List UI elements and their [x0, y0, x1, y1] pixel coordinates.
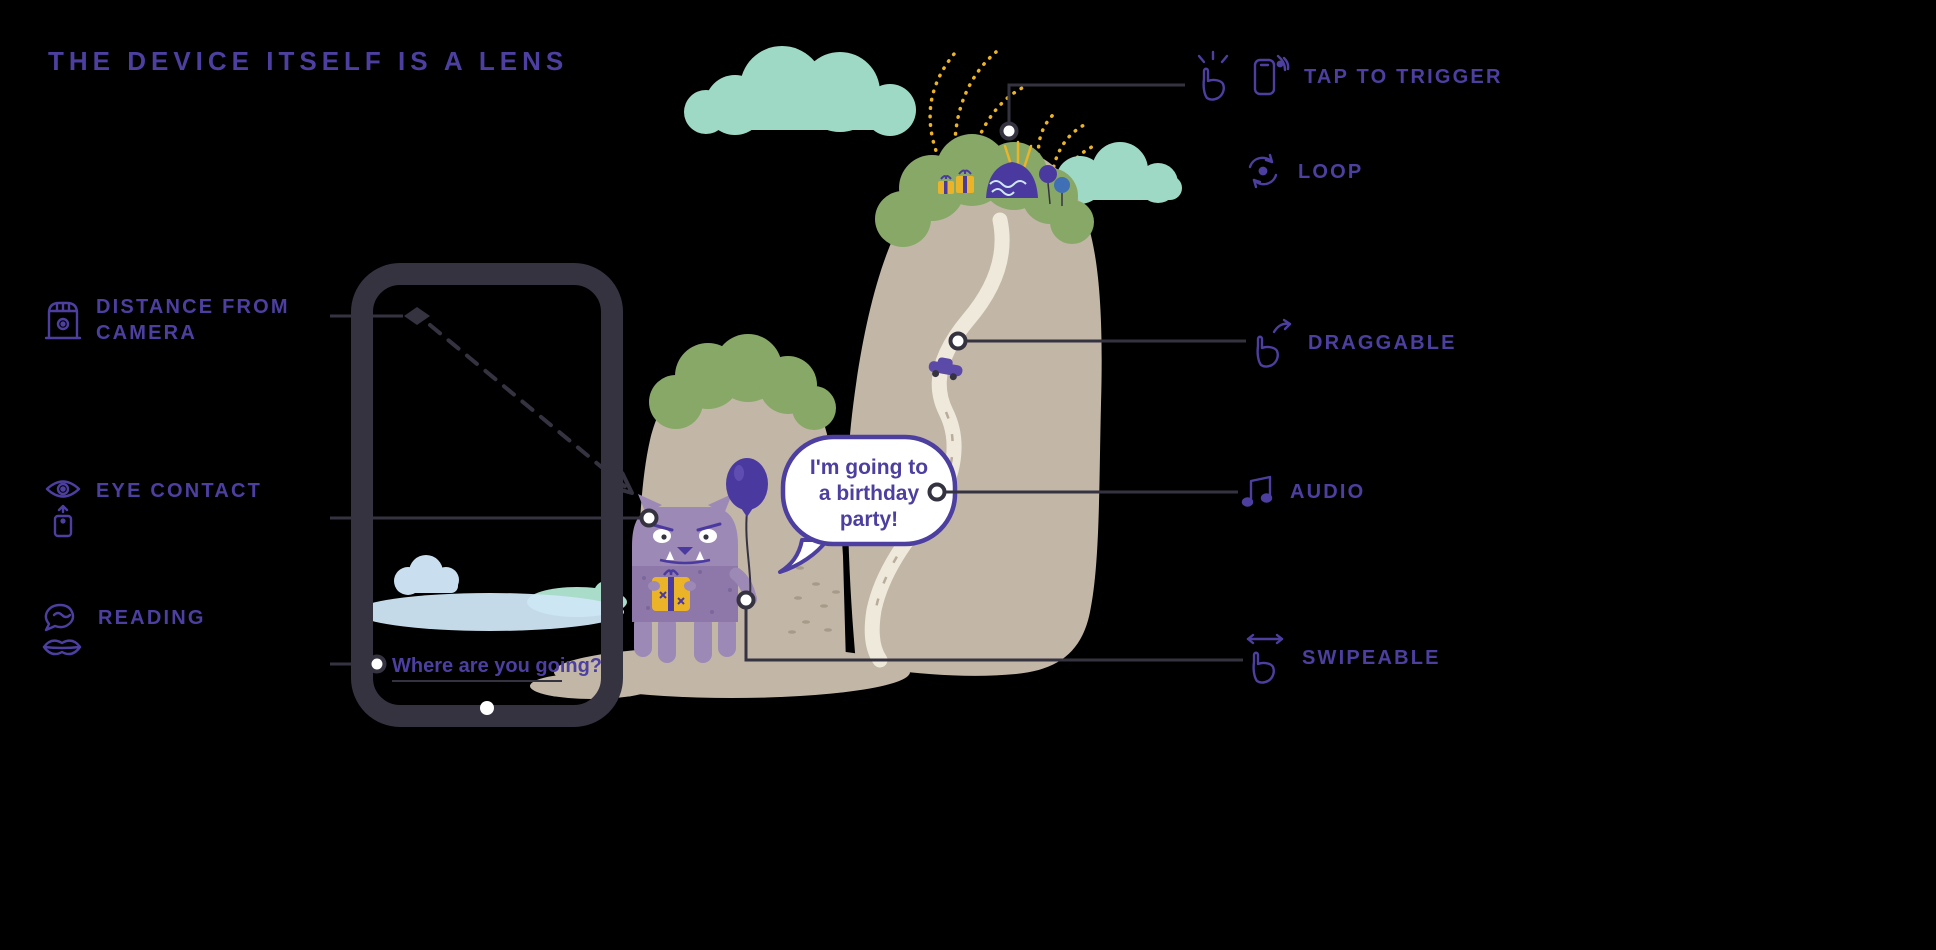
label-swipeable-text: SWIPEABLE — [1302, 647, 1441, 669]
ring-tap — [999, 121, 1019, 141]
label-reading-text: READING — [98, 607, 206, 629]
cloud-top — [684, 46, 916, 136]
connector-rings — [367, 121, 1019, 674]
reading-icon — [40, 603, 84, 659]
label-tap-to-trigger: TAP TO TRIGGER — [1190, 50, 1503, 102]
label-loop: LOOP — [1242, 150, 1363, 192]
draggable-icon — [1248, 316, 1294, 368]
dashed-arrow — [428, 323, 634, 495]
label-tap-to-trigger-text: TAP TO TRIGGER — [1304, 66, 1503, 88]
monster-speckles — [642, 570, 732, 614]
ring-reading — [367, 654, 387, 674]
page-title: THE DEVICE ITSELF IS A LENS — [48, 46, 569, 76]
label-distance-line1: DISTANCE FROM — [96, 296, 290, 318]
audio-icon — [1238, 470, 1276, 512]
eye-contact-icon — [44, 476, 82, 538]
label-eye-contact: EYE CONTACT — [44, 476, 262, 538]
ring-audio — [927, 482, 947, 502]
road-dashes — [874, 411, 954, 609]
label-distance-from-camera: DISTANCE FROM CAMERA — [44, 292, 290, 346]
hill-speckles — [788, 566, 840, 634]
party-balloons — [1039, 165, 1070, 206]
question-text: Where are you going? — [392, 655, 602, 677]
label-distance-line2: CAMERA — [96, 322, 197, 344]
cloud-small-blue — [394, 555, 459, 595]
label-distance-text: DISTANCE FROM CAMERA — [96, 292, 290, 346]
grass-small — [649, 334, 836, 430]
label-swipeable: SWIPEABLE — [1242, 630, 1441, 684]
tent-waves — [989, 180, 1027, 196]
label-reading: READING — [40, 603, 206, 659]
ring-draggable — [948, 331, 968, 351]
distance-marker — [404, 307, 430, 325]
label-audio-text: AUDIO — [1290, 481, 1366, 503]
connector-tap — [1007, 83, 1185, 123]
ring-swipeable — [736, 590, 756, 610]
label-audio: AUDIO — [1238, 470, 1365, 512]
loop-icon — [1242, 150, 1284, 192]
gift-boxes — [938, 169, 974, 194]
distance-from-camera-icon — [44, 297, 82, 341]
connector-swipeable — [744, 608, 1243, 662]
label-loop-text: LOOP — [1298, 161, 1364, 183]
speech-line-1: I'm going to — [810, 456, 928, 479]
label-draggable: DRAGGABLE — [1248, 316, 1457, 368]
question: Where are you going? — [392, 655, 602, 682]
label-eye-contact-text: EYE CONTACT — [96, 480, 263, 502]
phone-tap-icon — [1250, 50, 1290, 102]
ring-eye-contact — [639, 508, 659, 528]
road — [864, 212, 1010, 668]
speech-line-2: a birthday — [819, 482, 920, 505]
gift — [648, 569, 696, 611]
phone-frame — [351, 263, 623, 727]
ground-left — [530, 673, 654, 699]
swipeable-icon — [1242, 630, 1288, 684]
party-decorations — [938, 140, 1070, 206]
car — [928, 357, 963, 381]
tap-hand-icon — [1190, 50, 1236, 102]
connectors — [330, 83, 1246, 666]
label-draggable-text: DRAGGABLE — [1308, 332, 1457, 354]
home-indicator — [480, 701, 494, 715]
speech-bubble: I'm going to a birthday party! — [778, 434, 958, 574]
speech-line-3: party! — [840, 508, 898, 531]
